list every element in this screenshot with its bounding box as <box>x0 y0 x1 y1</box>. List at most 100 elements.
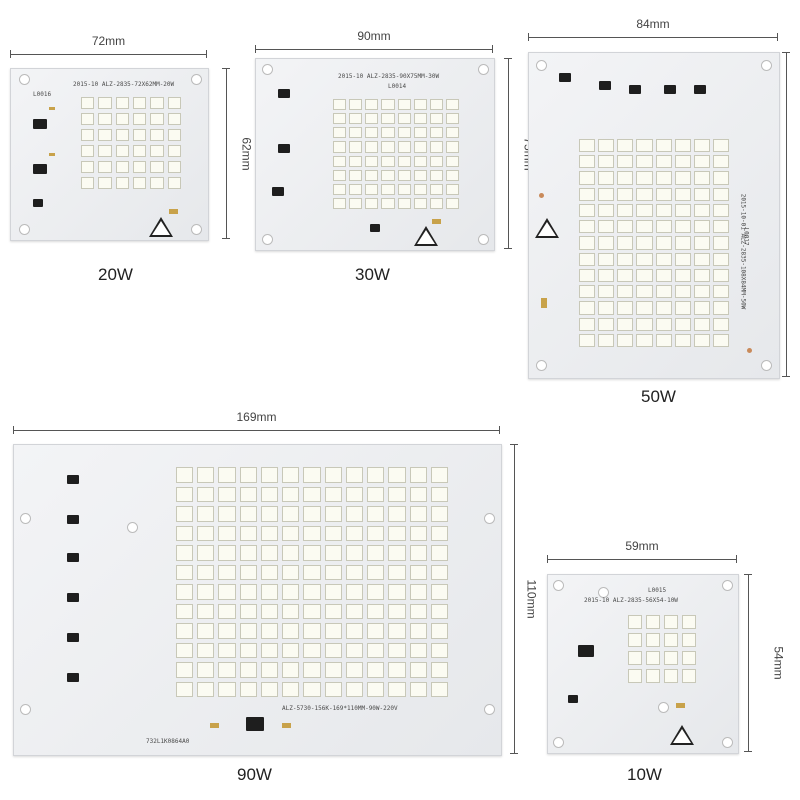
led-chip <box>674 139 691 153</box>
driver-ic <box>278 89 290 98</box>
led-chip <box>176 467 194 483</box>
led-chip <box>397 113 411 125</box>
led-chip <box>397 197 411 209</box>
solder-pad <box>747 348 752 353</box>
led-chip <box>409 525 427 541</box>
led-chip <box>445 127 459 139</box>
led-chip <box>333 169 347 181</box>
fuse <box>676 703 685 708</box>
high-voltage-warning-icon <box>149 217 173 237</box>
transistor <box>568 695 578 703</box>
led-chip <box>636 333 653 347</box>
led-chip <box>150 145 164 157</box>
width-label-20w: 72mm <box>91 34 126 48</box>
led-chip <box>674 187 691 201</box>
led-chip <box>150 177 164 189</box>
led-chip <box>282 564 300 580</box>
led-chip <box>598 333 615 347</box>
led-chip <box>197 467 215 483</box>
led-chip <box>349 155 363 167</box>
led-chip <box>176 662 194 678</box>
led-chip <box>367 662 385 678</box>
resistor <box>49 153 55 156</box>
led-chip <box>579 155 596 169</box>
fuse <box>432 219 441 224</box>
led-chip <box>260 603 279 619</box>
led-chip <box>218 486 236 502</box>
led-chip <box>197 486 215 502</box>
led-chip <box>388 506 406 522</box>
led-chip <box>429 141 443 153</box>
led-chip <box>239 642 257 658</box>
height-dimension-10w: 54mm <box>744 574 786 752</box>
high-voltage-warning-icon <box>670 725 694 745</box>
high-voltage-warning-icon <box>535 218 559 238</box>
led-chip <box>397 141 411 153</box>
led-chip <box>693 252 710 266</box>
led-chip <box>367 506 385 522</box>
height-label-10w: 54mm <box>771 646 786 680</box>
led-chip <box>333 99 347 111</box>
pcb-board-20w: L0016 2015-10 ALZ-2835-72X62MM-20W <box>10 68 209 241</box>
led-chip <box>367 642 385 658</box>
led-chip <box>367 467 385 483</box>
led-chip <box>176 623 194 639</box>
led-chip <box>636 301 653 315</box>
led-chip <box>655 301 672 315</box>
led-chip <box>98 113 112 125</box>
led-chip <box>239 525 257 541</box>
led-chip <box>646 669 660 683</box>
led-chip <box>98 145 112 157</box>
led-chip <box>303 545 321 561</box>
led-chip <box>579 187 596 201</box>
mount-hole <box>658 702 669 713</box>
led-chip <box>430 525 448 541</box>
led-chip <box>381 197 395 209</box>
led-chip <box>413 197 427 209</box>
led-chip <box>218 603 236 619</box>
led-chip <box>132 145 147 157</box>
led-chip <box>132 177 147 189</box>
led-chip <box>413 141 427 153</box>
led-chip <box>579 139 596 153</box>
board-marking-90w: ALZ-5730-156K-169*110MM-90W-220V <box>282 705 398 712</box>
board-code-30w: L0014 <box>388 83 407 90</box>
led-chip <box>617 236 634 250</box>
led-chip <box>218 545 236 561</box>
led-chip <box>197 545 215 561</box>
led-chip <box>282 467 300 483</box>
led-chip <box>617 268 634 283</box>
led-chip <box>218 564 236 580</box>
led-chip <box>598 187 615 201</box>
led-chip <box>646 633 660 647</box>
led-chip <box>712 187 729 201</box>
led-chip <box>682 669 696 683</box>
mount-hole <box>19 74 30 85</box>
led-chip <box>429 183 443 195</box>
width-label-90w: 169mm <box>236 410 277 424</box>
wattage-label-30w: 30W <box>355 265 390 284</box>
led-chip <box>655 285 672 299</box>
led-chip <box>81 145 95 157</box>
led-chip <box>664 615 678 629</box>
led-chip <box>176 525 194 541</box>
driver-ic <box>67 475 79 484</box>
led-chip <box>445 113 459 125</box>
led-chip <box>693 187 710 201</box>
led-chip <box>712 155 729 169</box>
led-chip <box>98 177 112 189</box>
led-chip <box>430 603 448 619</box>
board-marking-30w: 2015-10 ALZ-2835-90X75MM-30W <box>338 73 440 80</box>
led-chip <box>345 545 364 561</box>
led-chip <box>239 486 257 502</box>
driver-ic <box>67 633 79 642</box>
led-chip <box>239 545 257 561</box>
led-chip <box>365 169 379 181</box>
driver-ic <box>278 144 290 153</box>
led-chip <box>260 681 279 697</box>
led-chip <box>617 220 634 234</box>
led-chip <box>674 236 691 250</box>
led-chip <box>636 187 653 201</box>
led-chip <box>345 584 364 600</box>
driver-ic <box>67 515 79 524</box>
